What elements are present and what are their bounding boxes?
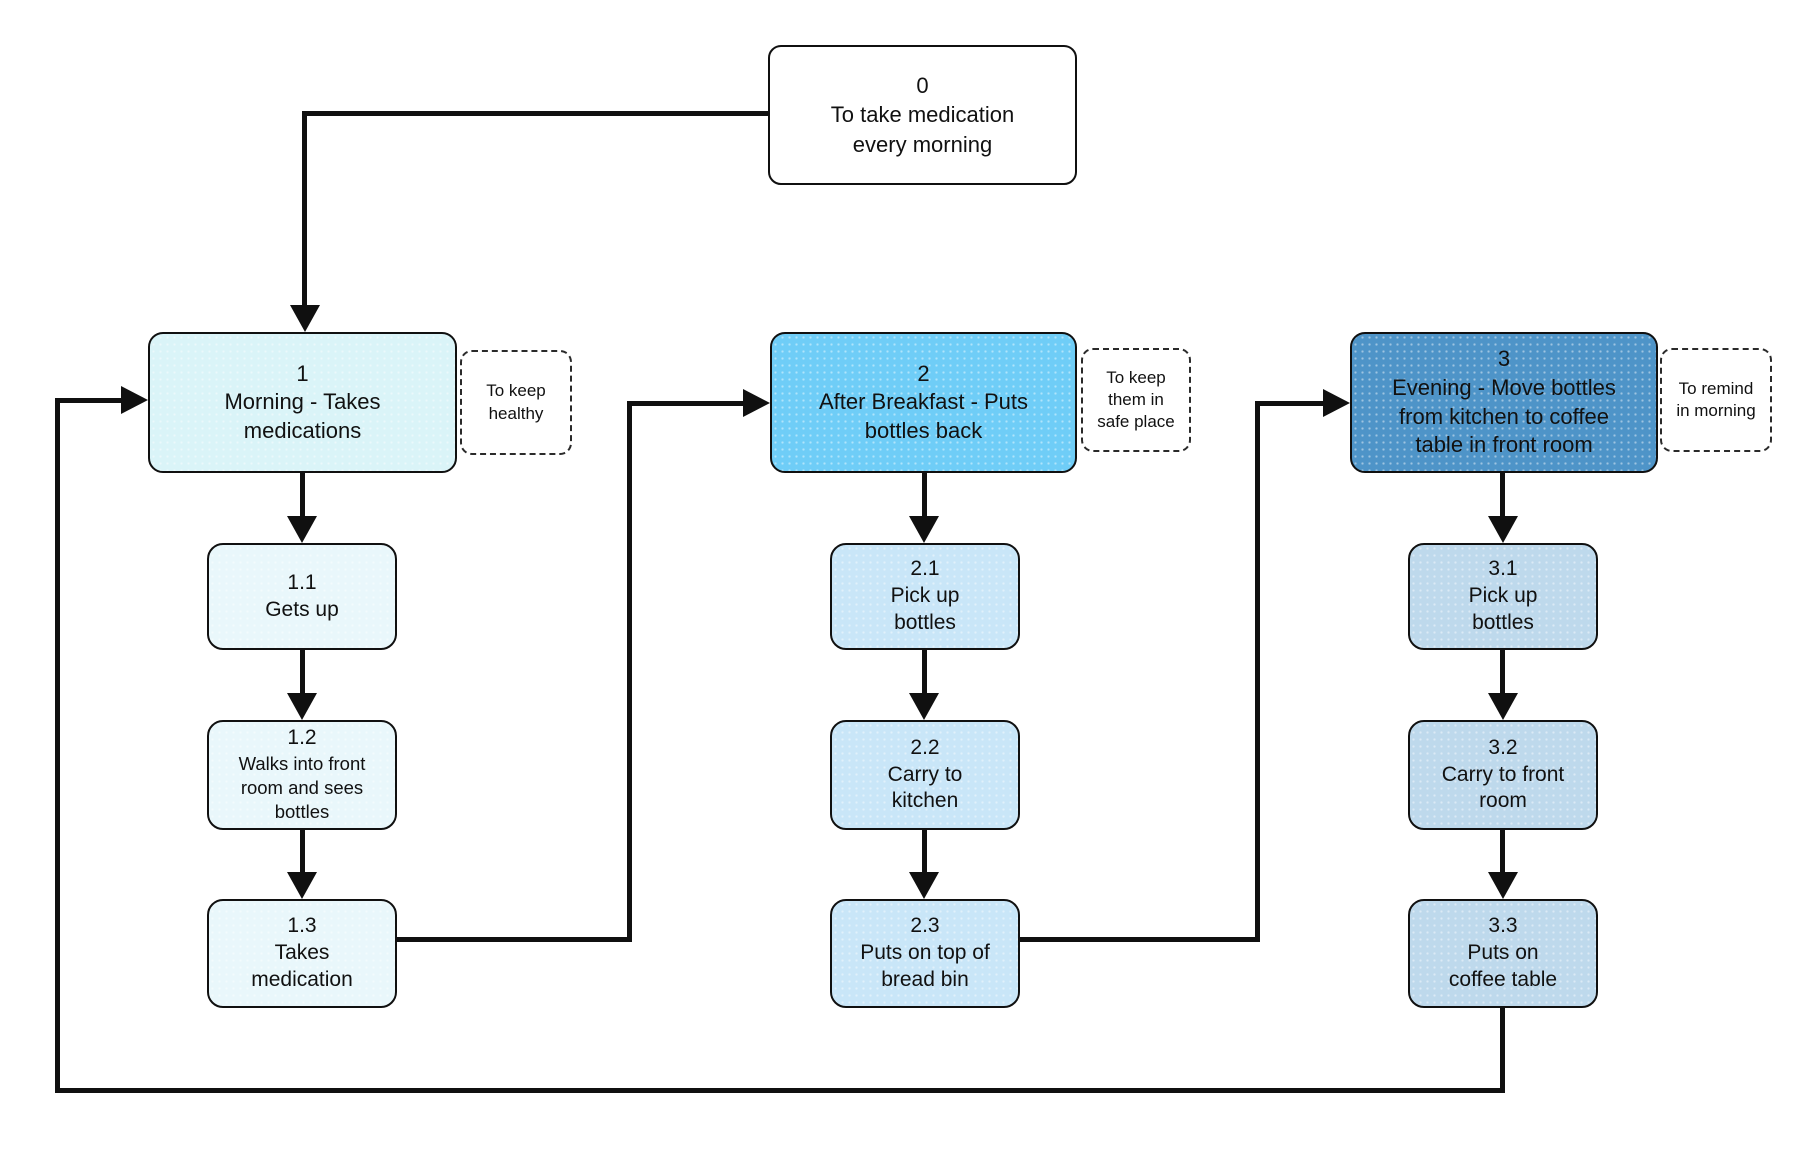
subtask-3-1-id: 3.1 (1488, 557, 1518, 581)
subtask-1-1-id: 1.1 (287, 570, 317, 594)
subtask-box-2-2: 2.2 Carry to kitchen (830, 720, 1020, 830)
connector-1-sub3 (300, 830, 305, 874)
task-3-label: Evening - Move bottles from kitchen to c… (1392, 374, 1616, 458)
arrowhead-down-icon (287, 693, 317, 720)
task-1-id: 1 (296, 360, 309, 386)
connector-23-to-3-top (1255, 401, 1324, 406)
subtask-box-2-1: 2.1 Pick up bottles (830, 543, 1020, 650)
connector-13-to-2-bottom (395, 937, 632, 942)
connector-2-sub1 (922, 473, 927, 518)
subtask-3-3-id: 3.3 (1488, 914, 1518, 938)
task-box-2: 2 After Breakfast - Puts bottles back (770, 332, 1077, 473)
subtask-1-3-label: Takes medication (251, 941, 353, 991)
arrowhead-down-icon (1488, 693, 1518, 720)
task-2-id: 2 (917, 360, 930, 386)
connector-3-sub3 (1500, 830, 1505, 874)
arrowhead-right-icon (1323, 389, 1350, 417)
subtask-box-1-1: 1.1 Gets up (207, 543, 397, 650)
connector-13-to-2-top (627, 401, 744, 406)
subtask-1-3-id: 1.3 (287, 914, 317, 938)
plan-note-3: To remind in morning (1660, 348, 1772, 452)
arrowhead-down-icon (1488, 516, 1518, 543)
subtask-box-2-3: 2.3 Puts on top of bread bin (830, 899, 1020, 1008)
connector-33-return-top (55, 398, 122, 403)
task-box-1: 1 Morning - Takes medications (148, 332, 457, 473)
connector-3-sub2 (1500, 650, 1505, 695)
subtask-3-1-label: Pick up bottles (1468, 584, 1538, 634)
connector-root-v (302, 111, 307, 307)
arrowhead-right-icon (743, 389, 770, 417)
arrowhead-down-icon (287, 516, 317, 543)
plan-note-1: To keep healthy (460, 350, 572, 455)
connector-1-sub2 (300, 650, 305, 695)
subtask-1-2-label: Walks into front room and sees bottles (238, 753, 366, 823)
subtask-2-1-id: 2.1 (910, 557, 940, 581)
arrowhead-down-icon (909, 872, 939, 899)
root-goal-label: To take medication every morning (830, 102, 1015, 157)
task-3-id: 3 (1497, 346, 1511, 372)
arrowhead-down-icon (290, 305, 320, 332)
arrowhead-down-icon (909, 693, 939, 720)
root-goal-box: 0 To take medication every morning (768, 45, 1077, 185)
connector-root-h (302, 111, 768, 116)
connector-33-return-bottom (55, 1088, 1505, 1093)
subtask-2-3-id: 2.3 (910, 914, 940, 938)
subtask-1-1-label: Gets up (265, 597, 339, 621)
subtask-box-1-3: 1.3 Takes medication (207, 899, 397, 1008)
task-box-3: 3 Evening - Move bottles from kitchen to… (1350, 332, 1658, 473)
root-goal-id: 0 (916, 73, 929, 99)
subtask-box-3-2: 3.2 Carry to front room (1408, 720, 1598, 830)
connector-23-to-3-bottom (1018, 937, 1260, 942)
subtask-3-3-label: Puts on coffee table (1448, 941, 1558, 991)
subtask-3-2-label: Carry to front room (1441, 762, 1565, 813)
subtask-2-2-label: Carry to kitchen (887, 762, 963, 813)
task-2-label: After Breakfast - Puts bottles back (818, 389, 1029, 443)
arrowhead-down-icon (909, 516, 939, 543)
subtask-2-1-label: Pick up bottles (890, 584, 960, 634)
arrowhead-right-icon (121, 386, 148, 414)
connector-1-sub1 (300, 473, 305, 518)
connector-3-sub1 (1500, 473, 1505, 518)
connector-2-sub2 (922, 650, 927, 695)
connector-13-to-2-vertical (627, 401, 632, 942)
subtask-3-2-id: 3.2 (1488, 735, 1518, 759)
connector-33-return-vertical (55, 398, 60, 1093)
subtask-2-3-label: Puts on top of bread bin (860, 941, 990, 991)
subtask-1-2-id: 1.2 (287, 726, 317, 750)
arrowhead-down-icon (287, 872, 317, 899)
connector-2-sub3 (922, 830, 927, 874)
connector-23-to-3-vertical (1255, 401, 1260, 942)
subtask-box-1-2: 1.2 Walks into front room and sees bottl… (207, 720, 397, 830)
arrowhead-down-icon (1488, 872, 1518, 899)
subtask-box-3-1: 3.1 Pick up bottles (1408, 543, 1598, 650)
subtask-2-2-id: 2.2 (910, 735, 940, 759)
plan-note-2: To keep them in safe place (1081, 348, 1191, 452)
subtask-box-3-3: 3.3 Puts on coffee table (1408, 899, 1598, 1008)
connector-33-return-drop (1500, 1006, 1505, 1093)
task-1-label: Morning - Takes medications (224, 389, 381, 443)
